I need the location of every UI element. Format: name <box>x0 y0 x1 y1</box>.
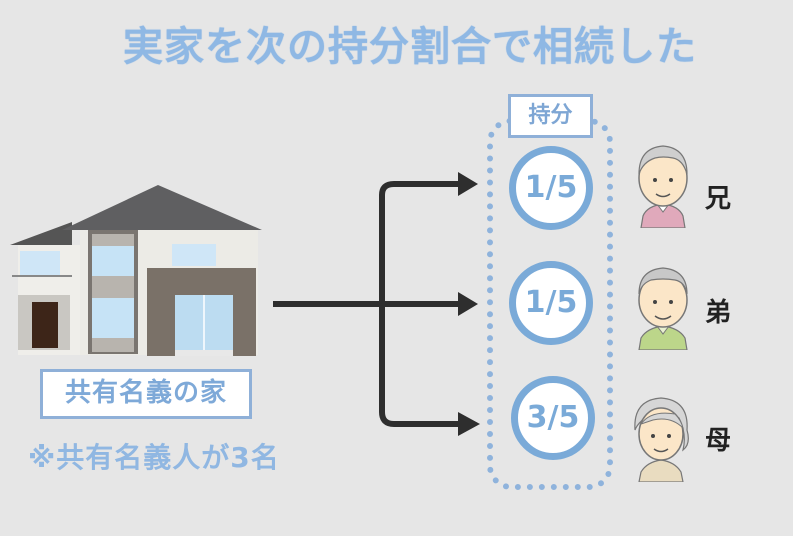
arrow-branch-bottom <box>379 304 466 427</box>
elderly-man-green-shirt-icon <box>638 267 688 350</box>
heir-name-brother: 兄 <box>705 184 732 214</box>
elderly-woman-icon <box>634 397 689 482</box>
page-title: 実家を次の持分割合で相続した <box>123 24 697 70</box>
arrowhead-bottom-icon <box>458 412 480 436</box>
house-label: 共有名義の家 <box>40 369 252 419</box>
share-circle-younger-brother: 1/5 <box>509 261 593 345</box>
co-owner-note: ※共有名義人が3名 <box>28 441 280 474</box>
heir-name-younger-brother: 弟 <box>705 298 732 328</box>
share-circle-brother: 1/5 <box>509 146 593 230</box>
house-illustration <box>10 185 262 356</box>
share-circle-mother: 3/5 <box>511 376 595 460</box>
share-header: 持分 <box>508 94 593 138</box>
arrowhead-top-icon <box>458 172 478 196</box>
arrowhead-middle-icon <box>458 292 478 316</box>
elderly-man-pink-shirt-icon <box>638 145 688 228</box>
heir-name-mother: 母 <box>705 426 732 456</box>
arrow-branch-top <box>379 181 466 304</box>
